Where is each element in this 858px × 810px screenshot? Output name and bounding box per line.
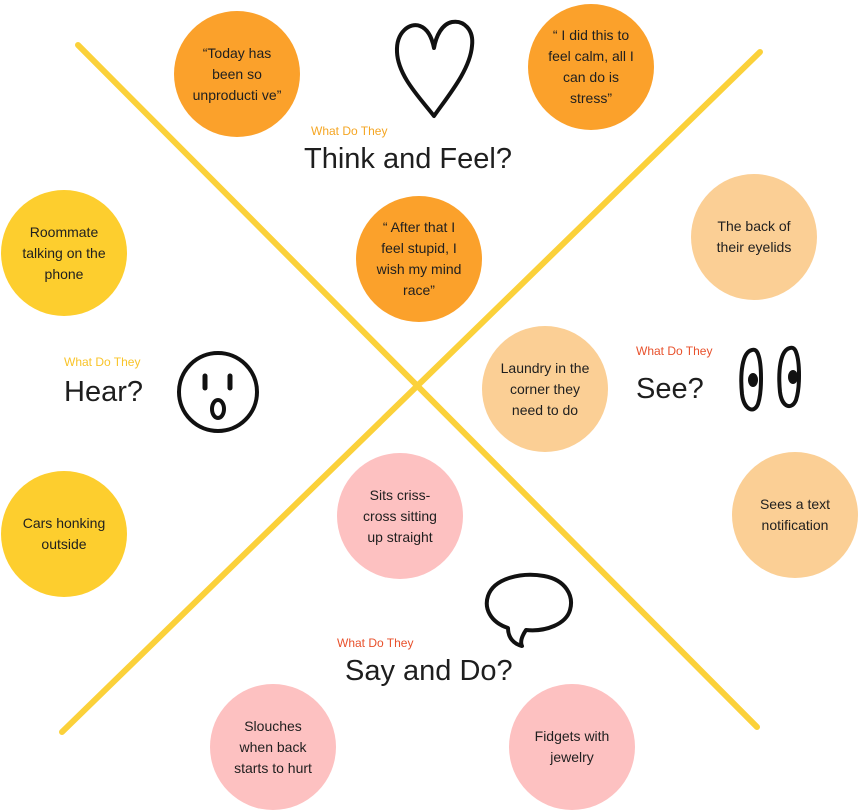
note-text: Cars honking outside — [22, 515, 106, 552]
sticky-note-think-1[interactable]: “Today has been so unproducti ve” — [174, 11, 300, 137]
note-text: “Today has been so unproducti ve” — [192, 44, 282, 103]
note-text: “ I did this to feel calm, all I can do … — [548, 27, 634, 106]
note-text: Sits criss-cross sitting up straight — [363, 486, 437, 545]
surprised-face-icon — [177, 351, 259, 433]
section-eyebrow-see: What Do They — [636, 344, 713, 358]
sticky-note-hear-1[interactable]: Roommate talking on the phone — [1, 190, 127, 316]
diagonal-line-right — [59, 49, 763, 735]
note-text: Roommate talking on the phone — [22, 223, 106, 282]
section-title-say: Say and Do? — [345, 655, 513, 687]
section-title-think: Think and Feel? — [304, 143, 512, 175]
note-text: “ After that I feel stupid, I wish my mi… — [376, 219, 462, 298]
eyes-icon — [739, 345, 801, 412]
sticky-note-think-3[interactable]: “ After that I feel stupid, I wish my mi… — [356, 196, 482, 322]
speech-bubble-icon — [484, 572, 573, 648]
sticky-note-think-2[interactable]: “ I did this to feel calm, all I can do … — [528, 4, 654, 130]
sticky-note-say-3[interactable]: Fidgets with jewelry — [509, 684, 635, 810]
heart-icon — [394, 19, 475, 118]
note-text: Fidgets with jewelry — [534, 728, 610, 765]
section-title-hear: Hear? — [64, 376, 143, 408]
note-text: Slouches when back starts to hurt — [234, 717, 312, 776]
note-text: Laundry in the corner they need to do — [500, 359, 590, 418]
sticky-note-say-1[interactable]: Sits criss-cross sitting up straight — [337, 453, 463, 579]
section-eyebrow-hear: What Do They — [64, 355, 141, 369]
section-eyebrow-say: What Do They — [337, 636, 414, 650]
sticky-note-hear-2[interactable]: Cars honking outside — [1, 471, 127, 597]
note-text: Sees a text notification — [759, 496, 831, 533]
sticky-note-see-2[interactable]: Laundry in the corner they need to do — [482, 326, 608, 452]
note-text: The back of their eyelids — [716, 218, 792, 255]
sticky-note-say-2[interactable]: Slouches when back starts to hurt — [210, 684, 336, 810]
section-title-see: See? — [636, 373, 704, 405]
section-eyebrow-think: What Do They — [311, 124, 388, 138]
sticky-note-see-3[interactable]: Sees a text notification — [732, 452, 858, 578]
sticky-note-see-1[interactable]: The back of their eyelids — [691, 174, 817, 300]
